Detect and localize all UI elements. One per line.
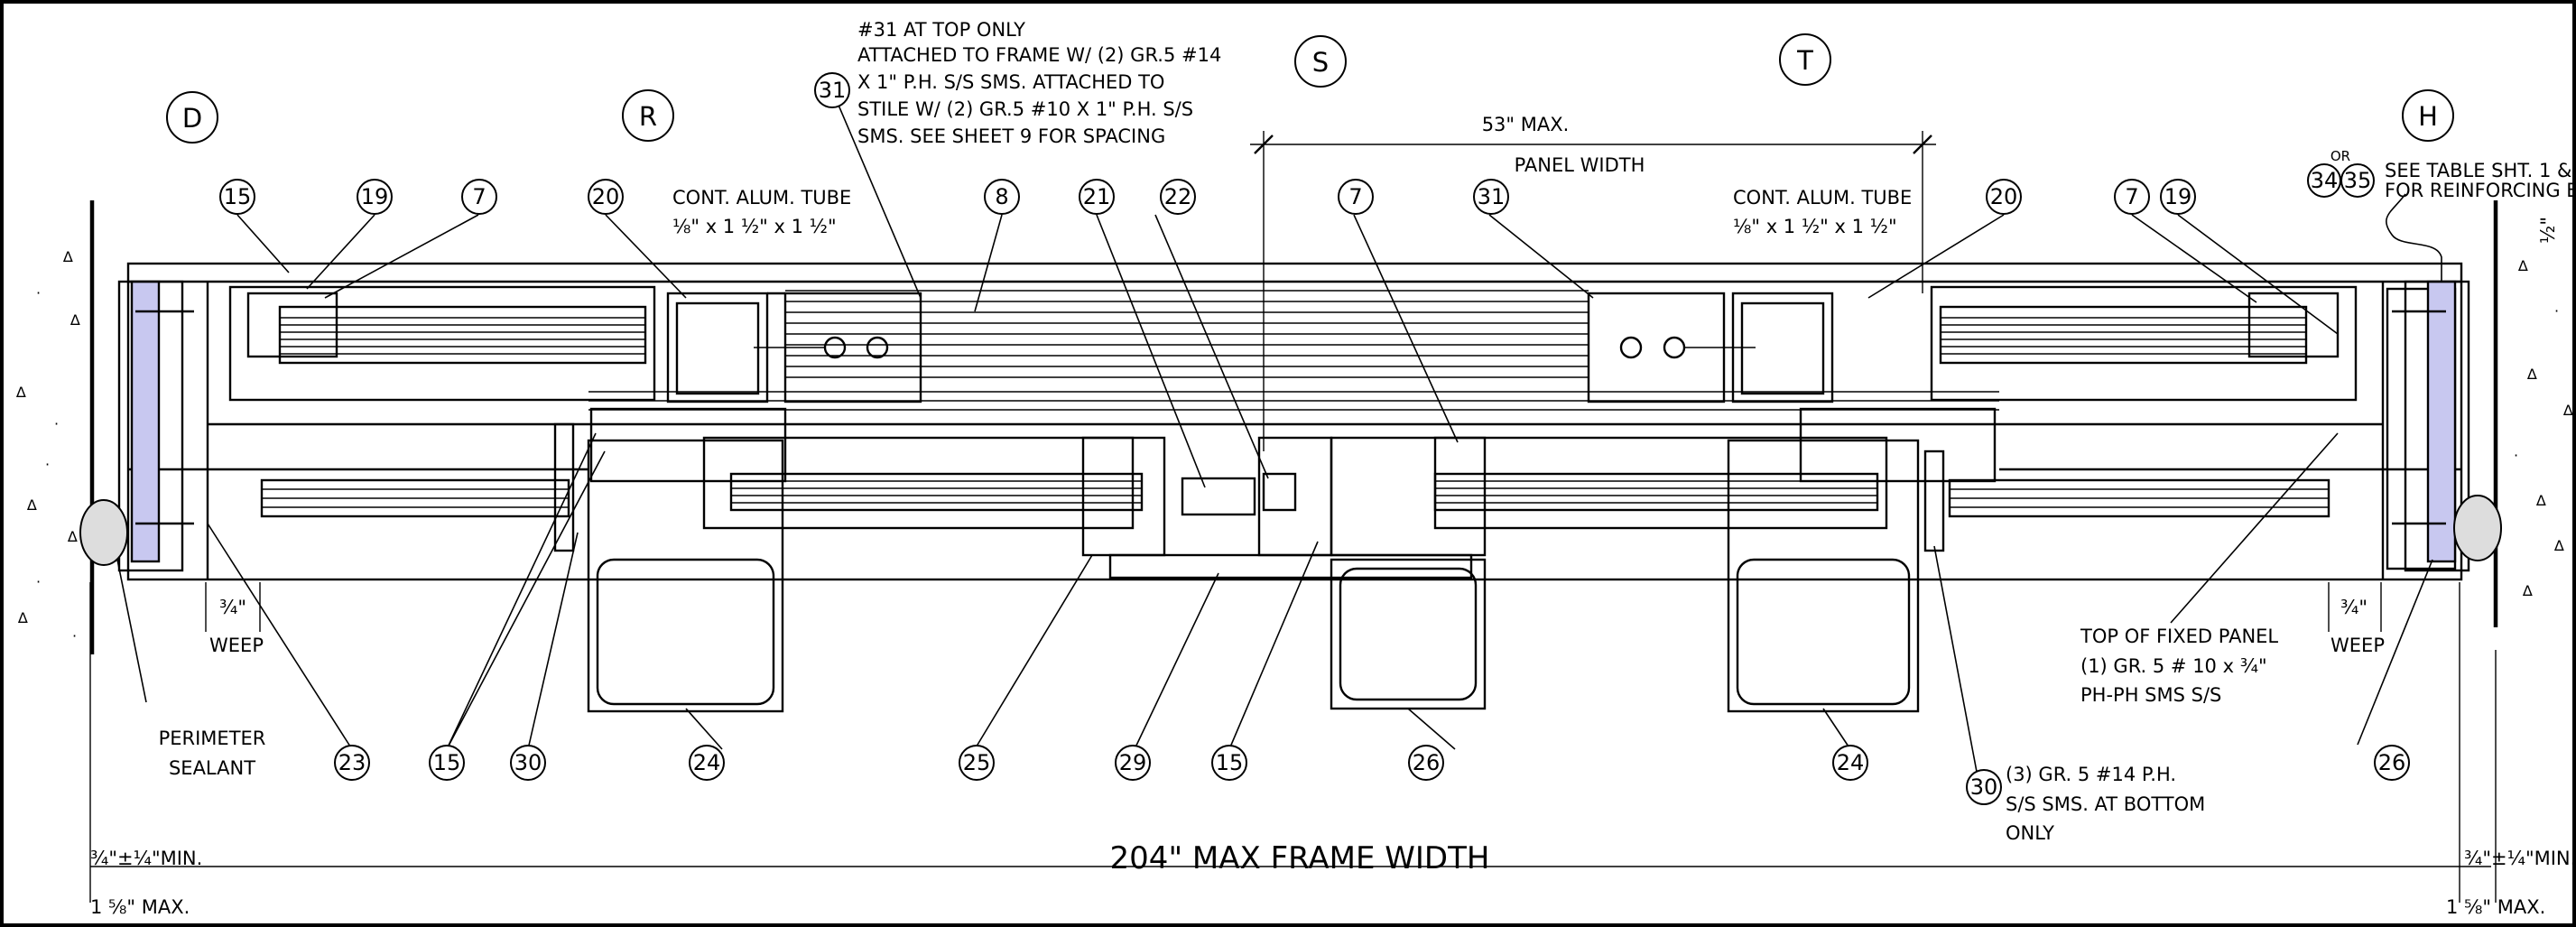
left-concrete-jamb: ∆ · ∆ ∆ · ∆ ∆ · ∆ · · (15, 200, 95, 654)
svg-text:∆: ∆ (2517, 257, 2528, 274)
screw-note-30: (3) GR. 5 #14 P.H. (2006, 764, 2176, 785)
callout-20: 20 (592, 184, 620, 209)
svg-text:∆: ∆ (26, 496, 37, 514)
callout-20: 20 (1990, 184, 2018, 209)
svg-text:·: · (45, 456, 50, 473)
callout-25: 25 (963, 750, 991, 775)
callout-15: 15 (224, 184, 252, 209)
tube-note-left-size: ⅛" x 1 ½" x 1 ½" (672, 216, 837, 237)
tube-note-right: CONT. ALUM. TUBE (1733, 187, 1912, 209)
svg-text:∆: ∆ (17, 609, 28, 626)
min-dim-left: ¾"±¼"MIN. (90, 848, 202, 869)
fixed-panel-glass-lines (785, 290, 1589, 378)
fixed-panel-note-3: PH-PH SMS S/S (2080, 684, 2221, 706)
callout-7: 7 (2125, 184, 2138, 209)
screw-note-30-3: ONLY (2006, 822, 2054, 844)
dimension-lines (89, 131, 2497, 903)
svg-text:·: · (54, 415, 59, 432)
callout-7: 7 (1348, 184, 1362, 209)
frame-width-dimension: 204" MAX FRAME WIDTH (1110, 840, 1490, 876)
panel-width-label: PANEL WIDTH (1515, 154, 1645, 176)
right-top-stile (1587, 285, 2358, 552)
grid-label-d: D (182, 103, 202, 134)
leader-lines (116, 89, 2442, 773)
callout-31: 31 (1478, 184, 1506, 209)
callout-15: 15 (1216, 750, 1244, 775)
or-label: OR (2330, 148, 2350, 164)
perimeter-sealant-label: PERIMETER (159, 728, 266, 749)
left-bottom-extrusions (260, 436, 1473, 713)
svg-text:∆: ∆ (15, 384, 26, 401)
svg-text:·: · (36, 284, 41, 301)
callout-22: 22 (1164, 184, 1192, 209)
callout-19: 19 (361, 184, 389, 209)
outer-frame (126, 262, 2463, 581)
svg-text:∆: ∆ (2553, 537, 2564, 554)
svg-text:·: · (2554, 302, 2559, 320)
right-bottom-extrusions (1330, 287, 2457, 713)
callout-31: 31 (819, 78, 847, 103)
grid-label-t: T (1796, 45, 1813, 76)
tube-note-left: CONT. ALUM. TUBE (672, 187, 851, 209)
panel-max-dimension: 53" MAX. (1482, 114, 1570, 135)
max-dim-left: 1 ⅝" MAX. (90, 896, 190, 918)
grid-label-r: R (639, 101, 657, 132)
svg-text:∆: ∆ (69, 311, 80, 329)
callout-34: 34 (2311, 168, 2339, 193)
callout-24: 24 (1837, 750, 1865, 775)
note-line: ATTACHED TO FRAME W/ (2) GR.5 #14 (857, 44, 1221, 66)
callout-24: 24 (693, 750, 721, 775)
svg-text:∆: ∆ (62, 248, 73, 265)
callout-7: 7 (472, 184, 486, 209)
svg-text:∆: ∆ (2526, 366, 2537, 383)
reinforcing-note: SEE TABLE SHT. 1 & 2 (2385, 160, 2576, 181)
grid-markers: D R S T H (166, 33, 2454, 144)
tube-note-right-size: ⅛" x 1 ½" x 1 ½" (1733, 216, 1897, 237)
min-dim-right: ¾"±¼"MIN. (2464, 848, 2576, 869)
fixed-panel-note-2: (1) GR. 5 # 10 x ¾" (2080, 655, 2267, 677)
callout-23: 23 (338, 750, 366, 775)
left-top-stile (228, 285, 922, 552)
svg-text:·: · (72, 627, 77, 644)
fixed-panel-note: TOP OF FIXED PANEL (2080, 626, 2278, 647)
right-concrete-jamb: ∆ · ∆ ∆ · ∆ ∆ ∆ (2493, 200, 2573, 627)
grid-label-s: S (1312, 47, 1329, 78)
perimeter-sealant-label-2: SEALANT (169, 757, 255, 779)
callout-29: 29 (1119, 750, 1147, 775)
svg-text:·: · (2514, 447, 2518, 464)
svg-text:∆: ∆ (67, 528, 78, 545)
callout-26: 26 (1413, 750, 1441, 775)
callout-30: 30 (514, 750, 542, 775)
note-line: #31 AT TOP ONLY (857, 19, 1025, 41)
note-line: X 1" P.H. S/S SMS. ATTACHED TO (857, 71, 1164, 93)
svg-text:∆: ∆ (2535, 492, 2546, 509)
left-jamb-anchor (79, 280, 194, 572)
reinforcing-note-2: FOR REINFORCING BARS (2385, 180, 2576, 201)
weep-label-left: WEEP (209, 635, 264, 656)
callout-bubbles: 15 19 7 20 31 8 21 22 7 31 20 7 19 34 35… (219, 72, 2410, 805)
callout-26: 26 (2378, 750, 2406, 775)
note-line: SMS. SEE SHEET 9 FOR SPACING (857, 125, 1165, 147)
right-jamb-anchor (2392, 280, 2502, 572)
max-dim-right: 1 ⅝" MAX. (2446, 896, 2545, 918)
callout-15: 15 (433, 750, 461, 775)
screw-note-30-2: S/S SMS. AT BOTTOM (2006, 793, 2205, 815)
note-callout-31: #31 AT TOP ONLY ATTACHED TO FRAME W/ (2)… (857, 19, 1221, 147)
callout-30: 30 (1970, 774, 1998, 800)
weep-dim-left: ¾" (219, 597, 246, 618)
callout-8: 8 (995, 184, 1008, 209)
note-line: STILE W/ (2) GR.5 #10 X 1" P.H. S/S (857, 98, 1193, 120)
svg-text:∆: ∆ (2522, 582, 2533, 599)
svg-text:∆: ∆ (2562, 402, 2573, 419)
weep-label-right: WEEP (2330, 635, 2385, 656)
weep-dim-right: ¾" (2340, 597, 2368, 618)
callout-21: 21 (1083, 184, 1111, 209)
callout-35: 35 (2344, 168, 2372, 193)
half-inch-dimension: ½" (2537, 217, 2559, 244)
callout-19: 19 (2164, 184, 2192, 209)
svg-text:·: · (36, 573, 41, 590)
grid-label-h: H (2418, 101, 2438, 132)
